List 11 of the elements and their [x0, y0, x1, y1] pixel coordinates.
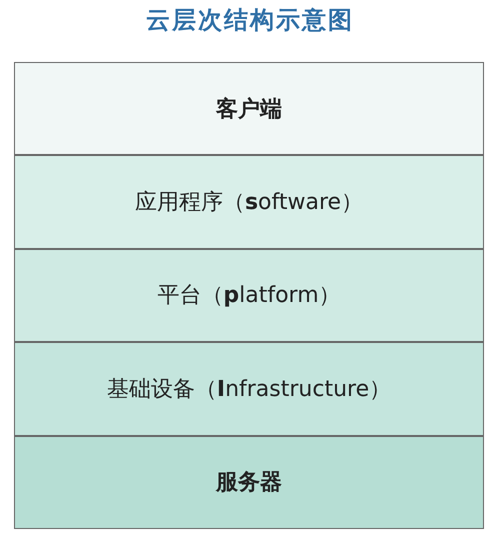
layer-label: 基础设备（Infrastructure）: [106, 376, 392, 404]
layer-label: 平台（platform）: [157, 282, 341, 310]
layer-label: 服务器: [216, 469, 282, 498]
layer-label: 客户端: [216, 96, 282, 124]
diagram-title: 云层次结构示意图: [145, 5, 355, 36]
layer-band: [14, 62, 484, 156]
layer-band: [14, 155, 484, 249]
layer-band: [14, 436, 484, 529]
layer-band: [14, 342, 484, 436]
layer-label: 应用程序（software）: [134, 189, 364, 218]
layer-band: [14, 248, 484, 342]
